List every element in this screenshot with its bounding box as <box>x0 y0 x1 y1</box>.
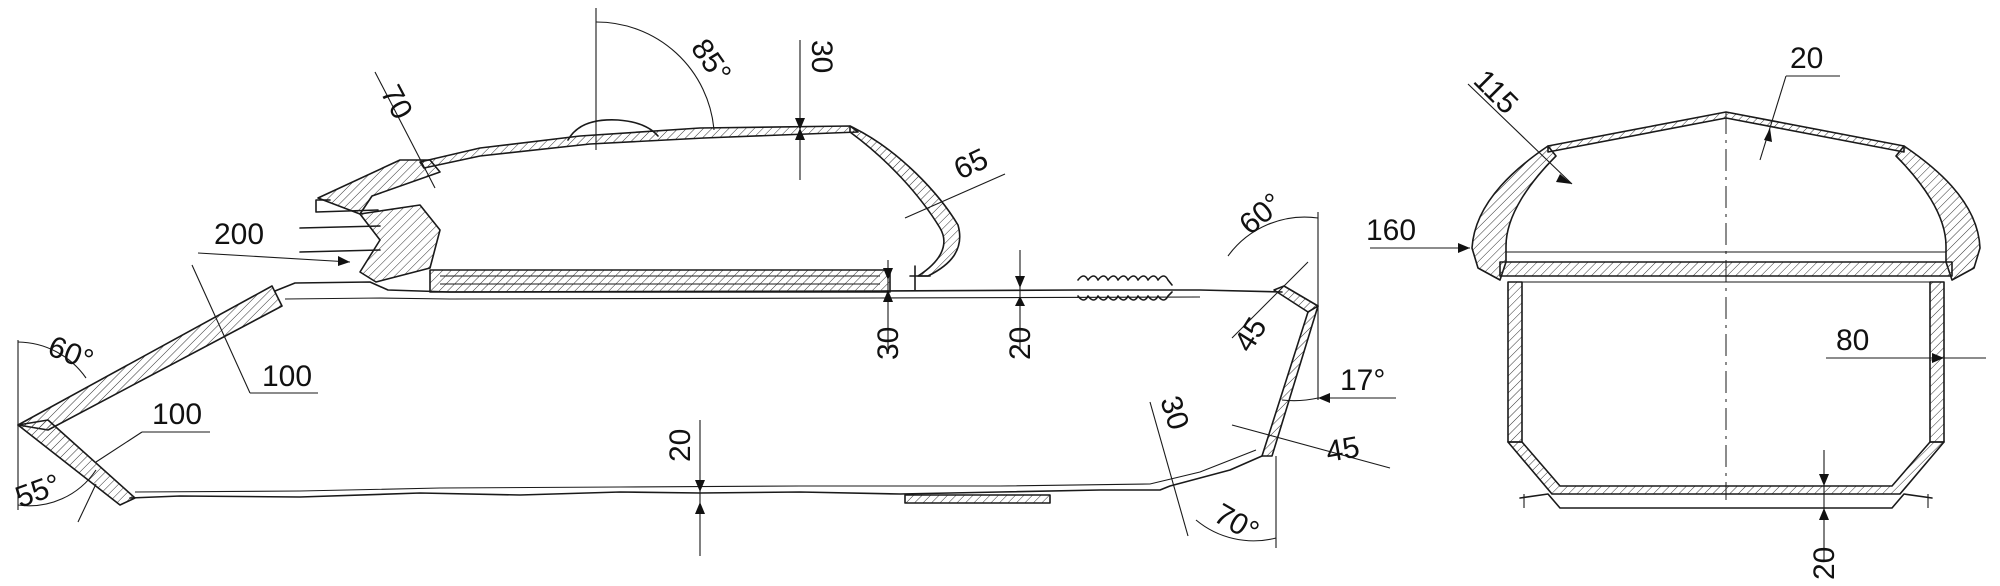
rear-belly-thickness-label: 30 <box>1153 392 1195 434</box>
turret <box>299 119 961 293</box>
turret-rear-thickness-label: 65 <box>949 142 993 186</box>
front-turret-right <box>1895 145 1981 281</box>
turret-roof-thickness-label: 30 <box>805 40 838 73</box>
upper-rear-thickness-label: 45 <box>1228 312 1274 358</box>
side-view: 85° 30 70 65 200 30 20 <box>11 8 1396 556</box>
lower-front-thickness-label: 100 <box>152 398 202 431</box>
bottom-thickness-label: 20 <box>1808 547 1841 580</box>
turret-front-thickness-label: 70 <box>374 80 419 125</box>
belly-thickness-label: 20 <box>664 429 697 462</box>
front-roof-thickness-label: 20 <box>1790 42 1823 75</box>
lower-rear-thickness-label: 45 <box>1323 431 1362 469</box>
gun-mantlet <box>359 204 441 283</box>
front-turret-base <box>1499 261 1953 277</box>
rear-angle-label: 17° <box>1340 364 1385 397</box>
hull-side-thickness-label: 80 <box>1836 324 1869 357</box>
hull-roof-thickness-label: 20 <box>1004 327 1037 360</box>
commander-cupola <box>567 119 659 141</box>
turret-roof-angle-label: 85° <box>684 33 737 89</box>
belly-inner <box>134 449 1257 493</box>
upper-rear-angle-label: 60° <box>1233 187 1289 241</box>
mantlet-thickness-label: 200 <box>214 218 264 251</box>
front-dimensions: 115 20 160 80 20 <box>1366 42 1986 580</box>
hull-roof-inner <box>284 296 1201 300</box>
upper-front-angle-label: 60° <box>43 330 97 378</box>
lower-front-angle-label: 55° <box>11 468 65 515</box>
cheek-thickness-label: 115 <box>1467 64 1524 121</box>
hull-side-left <box>1507 281 1523 443</box>
belly-hatch <box>904 494 1051 504</box>
engine-louvres <box>1077 275 1173 301</box>
turret-ring-thickness-label: 30 <box>872 327 905 360</box>
rear-plate <box>1261 305 1319 457</box>
turret-roof <box>419 125 859 169</box>
hull-outline <box>17 275 1319 506</box>
front-view: 115 20 160 80 20 <box>1366 42 1986 580</box>
gun-barrel <box>299 199 381 253</box>
front-turret-left <box>1471 145 1557 281</box>
lower-hull <box>1507 441 1945 495</box>
side-dimensions: 85° 30 70 65 200 30 20 <box>11 8 1396 556</box>
upper-front-thickness-label: 100 <box>262 360 312 393</box>
belly-line <box>129 455 1263 499</box>
turret-ring <box>429 269 891 293</box>
turret-side-thickness-label: 160 <box>1366 214 1416 247</box>
